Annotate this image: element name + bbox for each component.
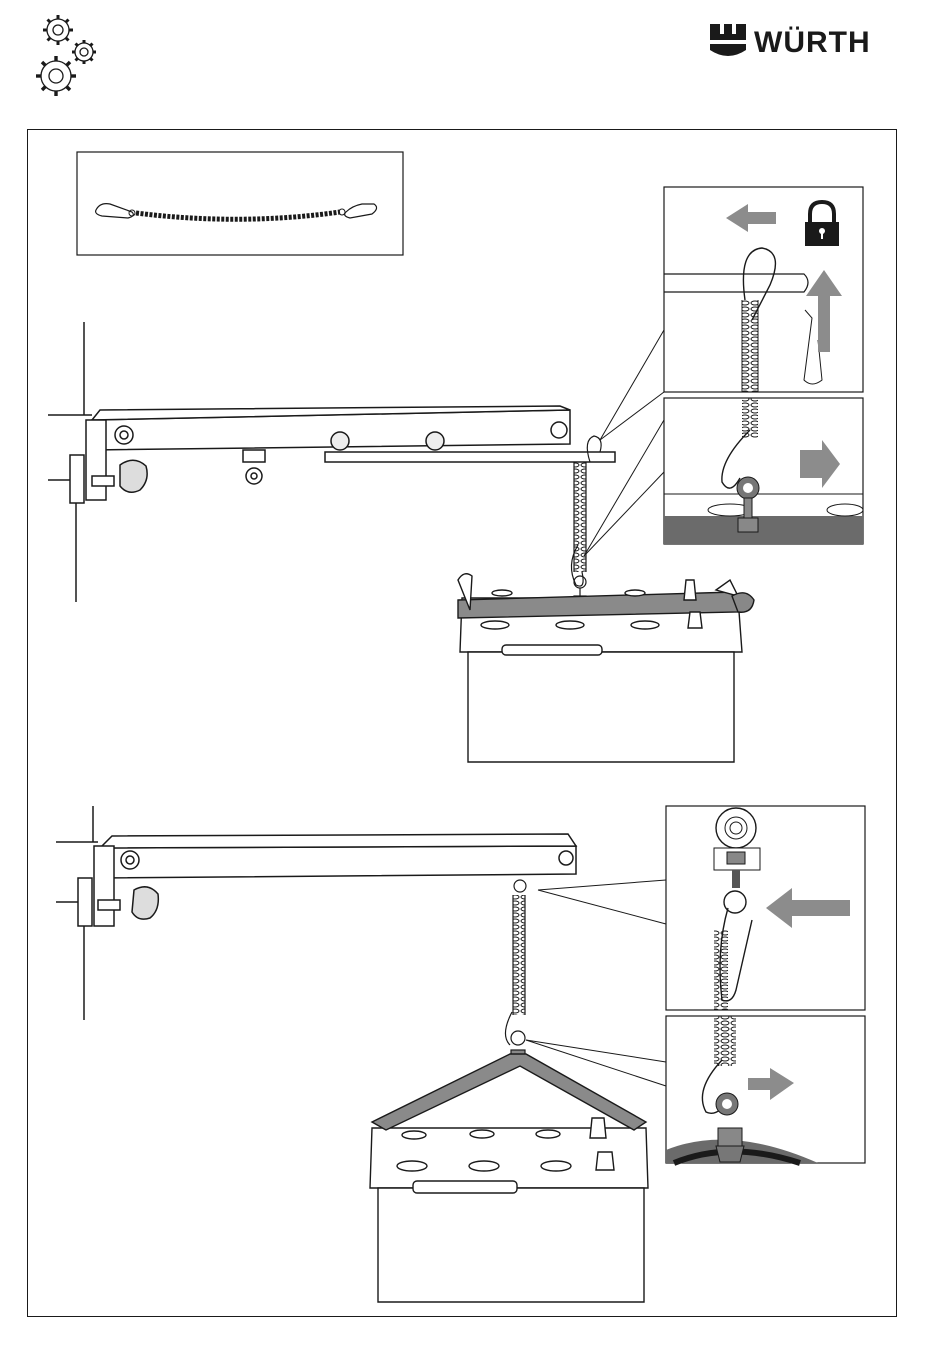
- detail-hook-rail: [664, 187, 863, 392]
- detail-eye-bolt-strap: [666, 1016, 865, 1163]
- hanging-chain: [505, 880, 526, 1066]
- detail-pulley-hook: [666, 806, 865, 1010]
- chain-accessory-box: [77, 152, 403, 255]
- step-2-lift-battery: [56, 806, 865, 1302]
- detail-eye-bolt: [664, 398, 863, 544]
- battery-icon: [370, 1054, 648, 1302]
- battery-icon: [458, 574, 754, 762]
- step-1-attach-chain: [48, 187, 863, 762]
- crane-arm-icon: [86, 406, 615, 500]
- crane-arm-icon: [94, 834, 576, 926]
